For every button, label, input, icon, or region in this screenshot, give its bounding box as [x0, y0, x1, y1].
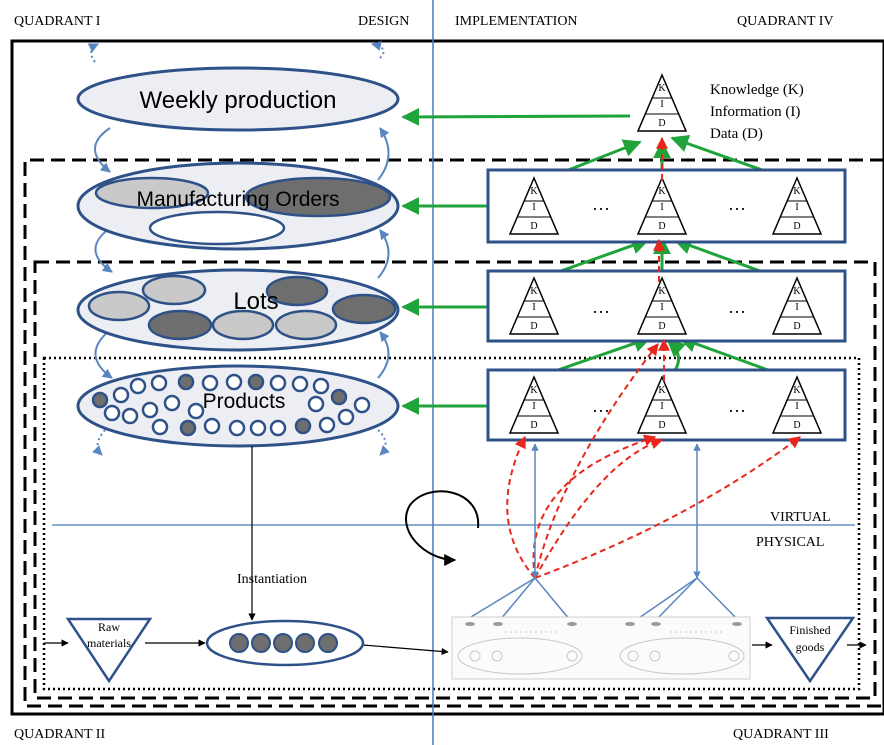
products-label: Products	[203, 390, 286, 413]
svg-text:K: K	[530, 385, 538, 396]
svg-text:K: K	[793, 385, 801, 396]
lots-label: Lots	[233, 288, 278, 315]
raw-materials-label-1: Raw	[98, 620, 120, 634]
product-batch-items	[229, 633, 338, 653]
products-frame	[42, 356, 861, 691]
ellipsis: …	[592, 297, 610, 317]
svg-text:I: I	[660, 302, 663, 313]
kid-pyramid: K I D	[637, 177, 687, 235]
finished-goods-label-2: goods	[796, 640, 825, 654]
svg-text:D: D	[793, 221, 800, 232]
svg-text:K: K	[658, 385, 666, 396]
legend-information: Information (I)	[710, 104, 800, 120]
lot-items	[87, 274, 397, 341]
svg-text:I: I	[795, 302, 798, 313]
svg-text:K: K	[793, 286, 801, 297]
ellipsis: …	[728, 396, 746, 416]
svg-text:I: I	[795, 401, 798, 412]
svg-text:I: I	[660, 401, 663, 412]
order-item	[244, 176, 392, 218]
quadrant-4-label: QUADRANT IV	[737, 14, 834, 29]
svg-text:I: I	[532, 401, 535, 412]
ellipsis: …	[728, 297, 746, 317]
ellipsis: …	[592, 194, 610, 214]
kid-pyramid: K I D	[509, 177, 559, 235]
svg-text:D: D	[793, 420, 800, 431]
svg-text:I: I	[532, 302, 535, 313]
order-item	[148, 210, 286, 246]
legend-data: Data (D)	[710, 126, 763, 142]
svg-text:D: D	[658, 118, 665, 129]
order-item	[94, 176, 210, 210]
finished-goods-label-1: Finished	[789, 623, 830, 637]
quadrant-3-label: QUADRANT III	[733, 727, 829, 742]
lots-frame	[33, 260, 877, 700]
svg-text:I: I	[795, 202, 798, 213]
svg-text:K: K	[658, 286, 666, 297]
ellipsis: …	[728, 194, 746, 214]
ellipsis: …	[592, 396, 610, 416]
kid-pyramid: K I D	[509, 277, 559, 335]
kid-pyramid: K I D	[772, 376, 822, 434]
svg-text:D: D	[658, 321, 665, 332]
kid-pyramid: K I D	[637, 376, 687, 434]
svg-text:I: I	[660, 202, 663, 213]
kid-pyramid: K I D	[637, 74, 687, 132]
svg-text:I: I	[660, 99, 663, 110]
kid-pyramid: K I D	[509, 376, 559, 434]
physical-label: PHYSICAL	[756, 535, 824, 550]
svg-text:K: K	[793, 186, 801, 197]
product-items	[91, 373, 371, 437]
svg-text:K: K	[530, 186, 538, 197]
svg-text:D: D	[530, 221, 537, 232]
svg-text:K: K	[530, 286, 538, 297]
manufacturing-orders-label: Manufacturing Orders	[136, 188, 339, 211]
orders-frame	[23, 158, 884, 708]
svg-text:K: K	[658, 186, 666, 197]
kid-pyramid: K I D	[772, 177, 822, 235]
svg-text:D: D	[530, 420, 537, 431]
loop-arrow	[405, 490, 480, 566]
design-label: DESIGN	[358, 14, 409, 29]
legend-knowledge: Knowledge (K)	[710, 82, 804, 98]
quadrant-1-label: QUADRANT I	[14, 14, 101, 29]
weekly-production-label: Weekly production	[140, 87, 337, 114]
svg-text:D: D	[530, 321, 537, 332]
svg-text:D: D	[658, 420, 665, 431]
weekly-production-ellipse	[76, 66, 400, 132]
raw-materials-label-2: materials	[87, 636, 131, 650]
implementation-label: IMPLEMENTATION	[455, 14, 578, 29]
blue-connectors	[465, 443, 739, 621]
svg-text:I: I	[532, 202, 535, 213]
flow-arrow	[362, 644, 449, 656]
kid-pyramid: K I D	[637, 277, 687, 335]
svg-text:D: D	[658, 221, 665, 232]
svg-text:D: D	[793, 321, 800, 332]
quadrant-2-label: QUADRANT II	[14, 727, 105, 742]
level-links	[87, 41, 390, 456]
svg-text:K: K	[658, 83, 666, 94]
kid-pyramid: K I D	[772, 277, 822, 335]
production-line-image	[451, 616, 751, 680]
finished-goods-triangle	[764, 616, 856, 684]
outer-frame	[10, 39, 884, 716]
virtual-label: VIRTUAL	[770, 510, 831, 525]
raw-materials-triangle	[65, 617, 153, 684]
instantiation-label: Instantiation	[237, 572, 307, 587]
